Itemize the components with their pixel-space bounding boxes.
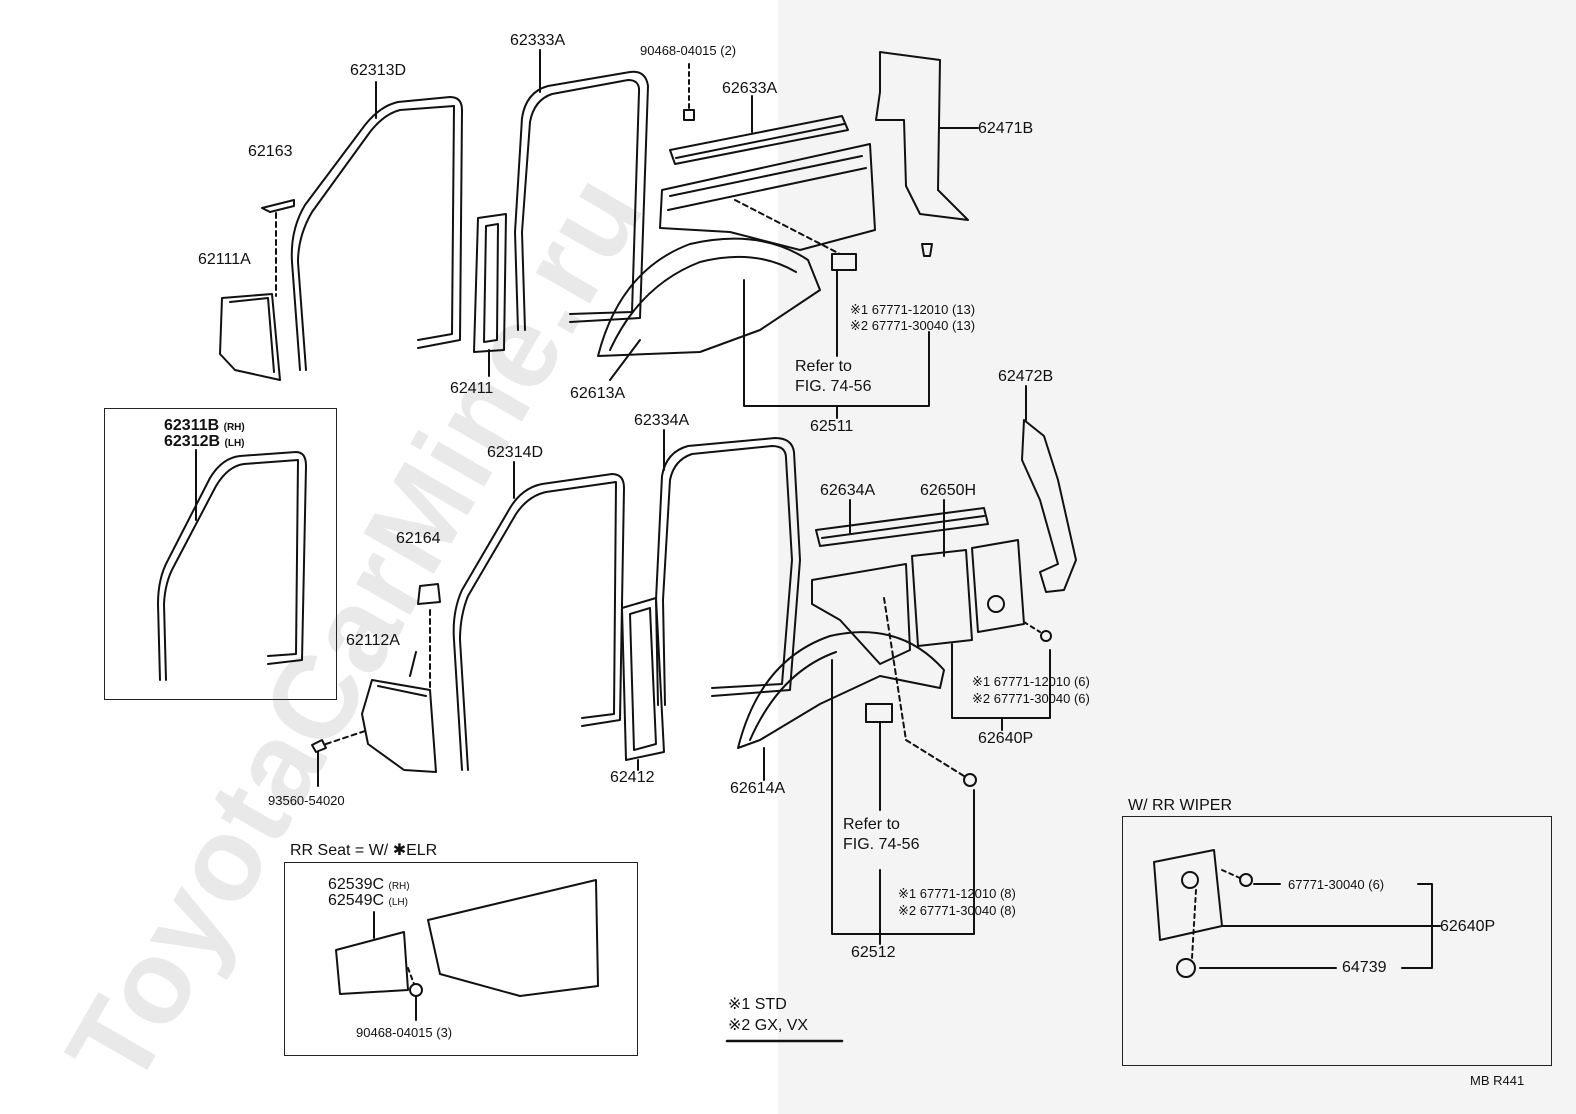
screw-top — [921, 243, 933, 257]
panel-62112a — [361, 679, 437, 773]
label-wiper-64739: 64739 — [1342, 959, 1387, 976]
wheelhouse-62614a — [737, 631, 945, 749]
label-62613a: 62613A — [570, 385, 626, 402]
label-62640p: 62640P — [978, 730, 1034, 747]
box-weatherstrip-variant — [104, 408, 337, 700]
label-62164: 62164 — [396, 530, 441, 547]
box-rr-seat — [284, 862, 638, 1056]
seat-panel — [427, 879, 599, 997]
label-62634a: 62634A — [820, 482, 876, 499]
legend-gx-vx: ※2 GX, VX — [728, 1017, 809, 1034]
legend-std: ※1 STD — [728, 996, 787, 1013]
label-62512: 62512 — [851, 944, 896, 961]
label-62314d: 62314D — [487, 444, 544, 461]
pillar-62411 — [473, 213, 507, 353]
rail-62633a — [669, 115, 849, 165]
label-62312b: 62312B (LH) — [164, 433, 245, 453]
label-x2-top: ※2 67771-30040 (13) — [850, 318, 976, 333]
label-62614a: 62614A — [730, 780, 786, 797]
label-62539c-side: (RH) — [388, 881, 410, 892]
label-refer-bot-2: FIG. 74-56 — [843, 836, 920, 853]
panel-62640p — [971, 539, 1025, 633]
label-wiper-clip: 67771-30040 (6) — [1288, 877, 1385, 892]
clip-mid — [1040, 630, 1052, 642]
label-62311b-side: (RH) — [223, 422, 245, 433]
label-62311b-code: 62311B — [164, 417, 220, 434]
label-figure-code: MB R441 — [1470, 1073, 1525, 1088]
rail-62634a — [815, 507, 989, 547]
label-62549c-code: 62549C — [328, 892, 385, 909]
wiper-grommet — [1176, 958, 1196, 978]
clip-62163 — [261, 199, 295, 213]
label-62539c: 62539C (RH) — [328, 876, 410, 896]
weatherstrip-62314d — [452, 473, 625, 771]
clip-refer-bottom — [865, 703, 893, 723]
label-62333a: 62333A — [510, 32, 566, 49]
background-right — [778, 0, 1576, 1114]
label-62313d: 62313D — [350, 62, 407, 79]
weatherstrip-62334a — [655, 437, 801, 706]
label-90468-3: 90468-04015 (3) — [356, 1025, 453, 1040]
label-62312b-side: (LH) — [224, 438, 245, 449]
weatherstrip-62333a — [514, 70, 649, 331]
label-x1-top: ※1 67771-12010 (13) — [850, 302, 976, 317]
label-62549c-side: (LH) — [388, 897, 408, 908]
label-62411: 62411 — [450, 380, 494, 397]
label-refer-bot-1: Refer to — [843, 816, 900, 833]
pillar-62471b — [875, 51, 969, 221]
label-90468-2: 90468-04015 (2) — [640, 43, 737, 58]
label-62112a: 62112A — [346, 632, 400, 649]
label-62650h: 62650H — [920, 482, 977, 499]
label-62334a: 62334A — [634, 412, 690, 429]
label-62311b: 62311B (RH) — [164, 417, 245, 437]
quarter-panel-upper — [659, 143, 876, 251]
pillar-62412 — [621, 597, 665, 761]
label-rr-seat: RR Seat = W/ ✱ELR — [290, 842, 438, 859]
panel-62650h — [911, 549, 973, 647]
label-62163: 62163 — [248, 143, 293, 160]
label-refer-top-2: FIG. 74-56 — [795, 378, 872, 395]
clip-bottom — [963, 773, 977, 787]
label-62539c-code: 62539C — [328, 876, 385, 893]
label-x1-mid: ※1 67771-12010 (6) — [972, 674, 1090, 689]
pillar-62472b — [1021, 419, 1077, 593]
background-left — [0, 0, 778, 1114]
label-wiper-62640p: 62640P — [1440, 918, 1496, 935]
label-62412: 62412 — [610, 769, 655, 786]
clip-62164 — [417, 583, 441, 605]
label-62472b: 62472B — [998, 368, 1054, 385]
wiper-clip — [1239, 873, 1253, 887]
panel-62111a — [219, 293, 281, 381]
label-62549c: 62549C (LH) — [328, 892, 408, 912]
screw-93560 — [311, 739, 327, 753]
label-x2-mid: ※2 67771-30040 (6) — [972, 691, 1090, 706]
box-rr-wiper — [1122, 816, 1552, 1066]
clip-refer-top — [831, 253, 857, 271]
label-62633a: 62633A — [722, 80, 778, 97]
bracket-62512 — [831, 659, 975, 935]
clip-90468-top — [683, 109, 695, 121]
label-refer-top-1: Refer to — [795, 358, 852, 375]
label-62471b: 62471B — [978, 120, 1034, 137]
weatherstrip-62313d — [290, 96, 463, 371]
label-x2-bot: ※2 67771-30040 (8) — [898, 903, 1016, 918]
label-62111a: 62111A — [198, 251, 251, 268]
weatherstrip-62311b — [157, 451, 307, 681]
label-62312b-code: 62312B — [164, 433, 221, 450]
label-wiper-title: W/ RR WIPER — [1128, 797, 1232, 814]
label-93560: 93560-54020 — [268, 793, 345, 808]
trim-62539c — [335, 931, 409, 995]
label-62511: 62511 — [810, 418, 854, 435]
label-x1-bot: ※1 67771-12010 (8) — [898, 886, 1016, 901]
wheelhouse-62613a — [597, 237, 821, 357]
quarter-panel-lower — [811, 563, 911, 665]
